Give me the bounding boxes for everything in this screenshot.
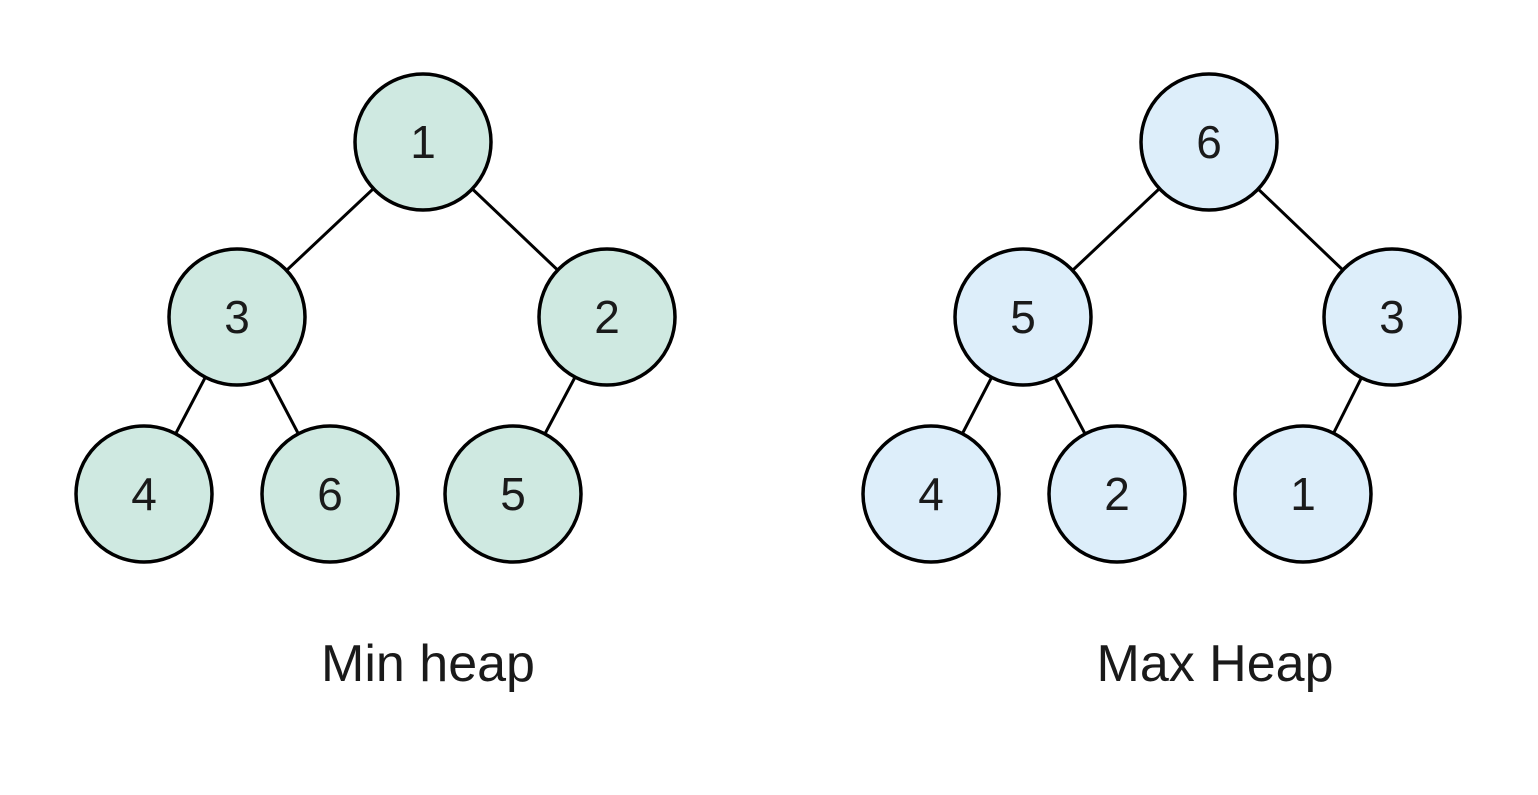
- max-heap-node-circle: [1322, 247, 1462, 387]
- max-heap-node-circle: [1047, 424, 1187, 564]
- max-heap-node-value: 4: [918, 468, 944, 520]
- max-heap-node-value: 3: [1379, 291, 1405, 343]
- min-heap-node-value: 3: [224, 291, 250, 343]
- min-heap-node-value: 2: [594, 291, 620, 343]
- min-heap-node-circle: [167, 247, 307, 387]
- min-heap-node-value: 1: [410, 116, 436, 168]
- max-heap-node-value: 2: [1104, 468, 1130, 520]
- min-heap-node-value: 4: [131, 468, 157, 520]
- min-heap-node-value: 5: [500, 468, 526, 520]
- max-heap-caption: Max Heap: [1097, 635, 1334, 693]
- min-heap-node-circle: [260, 424, 400, 564]
- min-heap-node-value: 6: [317, 468, 343, 520]
- max-heap-node-value: 5: [1010, 291, 1036, 343]
- min-heap-node-circle: [74, 424, 214, 564]
- max-heap-node-circle: [1233, 424, 1373, 564]
- min-heap-node-circle: [353, 72, 493, 212]
- max-heap-node-circle: [861, 424, 1001, 564]
- min-heap-node-circle: [537, 247, 677, 387]
- max-heap-node-value: 6: [1196, 116, 1222, 168]
- max-heap-node-circle: [953, 247, 1093, 387]
- min-heap-caption: Min heap: [321, 635, 535, 693]
- min-heap-node-circle: [443, 424, 583, 564]
- max-heap-node-value: 1: [1290, 468, 1316, 520]
- max-heap-node-circle: [1139, 72, 1279, 212]
